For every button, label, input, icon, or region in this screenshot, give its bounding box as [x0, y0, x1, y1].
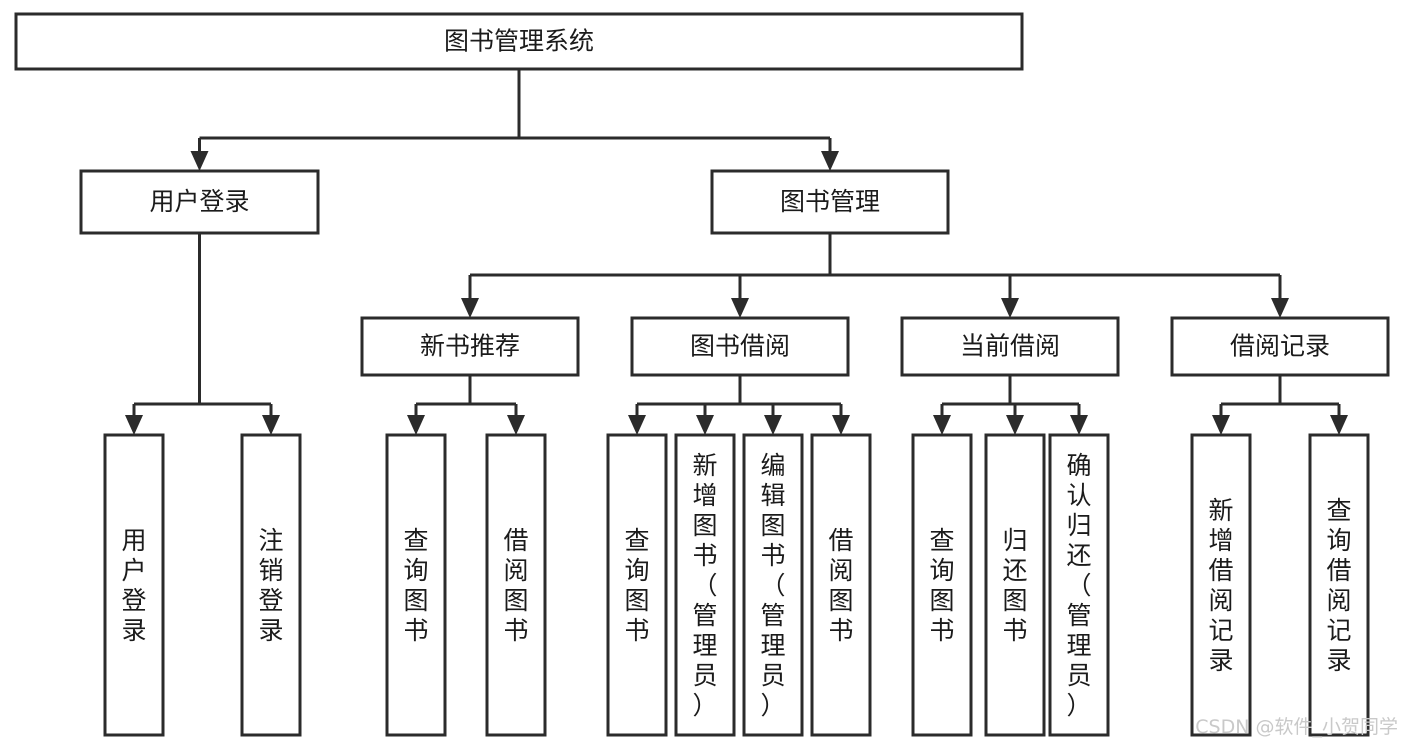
node-box-current-borrow: [900, 316, 1120, 377]
arrow-head-icon: [1271, 298, 1289, 318]
node-root[interactable]: 图书管理系统: [14, 12, 1024, 71]
node-box-leaf-query-book-1: [385, 433, 447, 737]
node-label-leaf-logout-login: 注销登录: [258, 526, 283, 645]
arrow-head-icon: [1001, 298, 1019, 318]
node-box-leaf-logout-login: [240, 433, 302, 737]
node-label-borrow-record: 借阅记录: [1230, 332, 1330, 361]
node-box-leaf-query-record: [1308, 433, 1370, 737]
node-label-book-manage: 图书管理: [780, 187, 880, 216]
node-box-leaf-query-book-2: [606, 433, 668, 737]
node-label-book-borrow: 图书借阅: [690, 332, 790, 361]
node-label-user-login: 用户登录: [149, 187, 249, 216]
csdn-watermark: CSDN @软件_小贺同学: [1195, 716, 1398, 738]
node-leaf-query-book-2[interactable]: 查询图书: [606, 433, 668, 737]
node-box-new-book-recommend: [360, 316, 580, 377]
node-leaf-logout-login[interactable]: 注销登录: [240, 433, 302, 737]
connector-lines-layer: [125, 69, 1348, 435]
node-label-leaf-edit-book: 编辑图书（管理员）: [760, 451, 785, 720]
node-leaf-borrow-book-1[interactable]: 借阅图书: [485, 433, 547, 737]
node-leaf-borrow-book-2[interactable]: 借阅图书: [810, 433, 872, 737]
arrow-head-icon: [407, 415, 425, 435]
node-box-leaf-add-record: [1190, 433, 1252, 737]
arrow-head-icon: [933, 415, 951, 435]
diagram-nodes-layer: 图书管理系统用户登录图书管理新书推荐图书借阅当前借阅借阅记录用户登录注销登录查询…: [14, 12, 1390, 737]
node-label-leaf-query-record: 查询借阅记录: [1326, 496, 1351, 675]
node-label-leaf-add-record: 新增借阅记录: [1208, 496, 1233, 675]
arrow-head-icon: [1212, 415, 1230, 435]
node-leaf-confirm-return[interactable]: 确认归还（管理员）: [1048, 433, 1110, 737]
arrow-head-icon: [821, 151, 839, 171]
node-label-leaf-query-book-2: 查询图书: [624, 526, 649, 645]
arrow-head-icon: [696, 415, 714, 435]
node-label-leaf-confirm-return: 确认归还（管理员）: [1066, 451, 1091, 720]
node-box-leaf-borrow-book-2: [810, 433, 872, 737]
node-current-borrow[interactable]: 当前借阅: [900, 316, 1120, 377]
node-box-root: [14, 12, 1024, 71]
node-leaf-user-login[interactable]: 用户登录: [103, 433, 165, 737]
node-box-book-manage: [710, 169, 950, 235]
node-leaf-add-record[interactable]: 新增借阅记录: [1190, 433, 1252, 737]
node-label-current-borrow: 当前借阅: [960, 332, 1060, 361]
node-leaf-query-book-1[interactable]: 查询图书: [385, 433, 447, 737]
arrow-head-icon: [507, 415, 525, 435]
node-label-leaf-borrow-book-1: 借阅图书: [503, 526, 528, 645]
arrow-head-icon: [262, 415, 280, 435]
arrow-head-icon: [832, 415, 850, 435]
node-label-leaf-add-book: 新增图书（管理员）: [692, 451, 717, 720]
node-borrow-record[interactable]: 借阅记录: [1170, 316, 1390, 377]
node-label-new-book-recommend: 新书推荐: [420, 332, 520, 361]
node-box-leaf-add-book: [674, 433, 736, 737]
arrow-head-icon: [764, 415, 782, 435]
arrow-head-icon: [628, 415, 646, 435]
node-new-book-recommend[interactable]: 新书推荐: [360, 316, 580, 377]
node-book-manage[interactable]: 图书管理: [710, 169, 950, 235]
node-box-leaf-query-book-3: [911, 433, 973, 737]
node-label-leaf-return-book: 归还图书: [1002, 526, 1027, 645]
node-user-login[interactable]: 用户登录: [79, 169, 320, 235]
node-book-borrow[interactable]: 图书借阅: [630, 316, 850, 377]
arrow-head-icon: [1070, 415, 1088, 435]
arrow-head-icon: [190, 151, 209, 171]
node-box-user-login: [79, 169, 320, 235]
node-box-borrow-record: [1170, 316, 1390, 377]
node-leaf-query-book-3[interactable]: 查询图书: [911, 433, 973, 737]
node-leaf-return-book[interactable]: 归还图书: [984, 433, 1046, 737]
node-label-root: 图书管理系统: [444, 27, 594, 56]
arrow-head-icon: [1330, 415, 1348, 435]
node-label-leaf-query-book-3: 查询图书: [929, 526, 954, 645]
node-box-leaf-confirm-return: [1048, 433, 1110, 737]
arrow-head-icon: [125, 415, 143, 435]
node-leaf-edit-book[interactable]: 编辑图书（管理员）: [742, 433, 804, 737]
node-box-book-borrow: [630, 316, 850, 377]
node-leaf-add-book[interactable]: 新增图书（管理员）: [674, 433, 736, 737]
node-leaf-query-record[interactable]: 查询借阅记录: [1308, 433, 1370, 737]
node-box-leaf-user-login: [103, 433, 165, 737]
arrow-head-icon: [1006, 415, 1024, 435]
arrow-head-icon: [731, 298, 749, 318]
node-label-leaf-user-login: 用户登录: [121, 526, 146, 645]
node-label-leaf-query-book-1: 查询图书: [403, 526, 428, 645]
node-box-leaf-edit-book: [742, 433, 804, 737]
node-box-leaf-borrow-book-1: [485, 433, 547, 737]
arrow-head-icon: [461, 298, 479, 318]
node-label-leaf-borrow-book-2: 借阅图书: [828, 526, 853, 645]
node-box-leaf-return-book: [984, 433, 1046, 737]
